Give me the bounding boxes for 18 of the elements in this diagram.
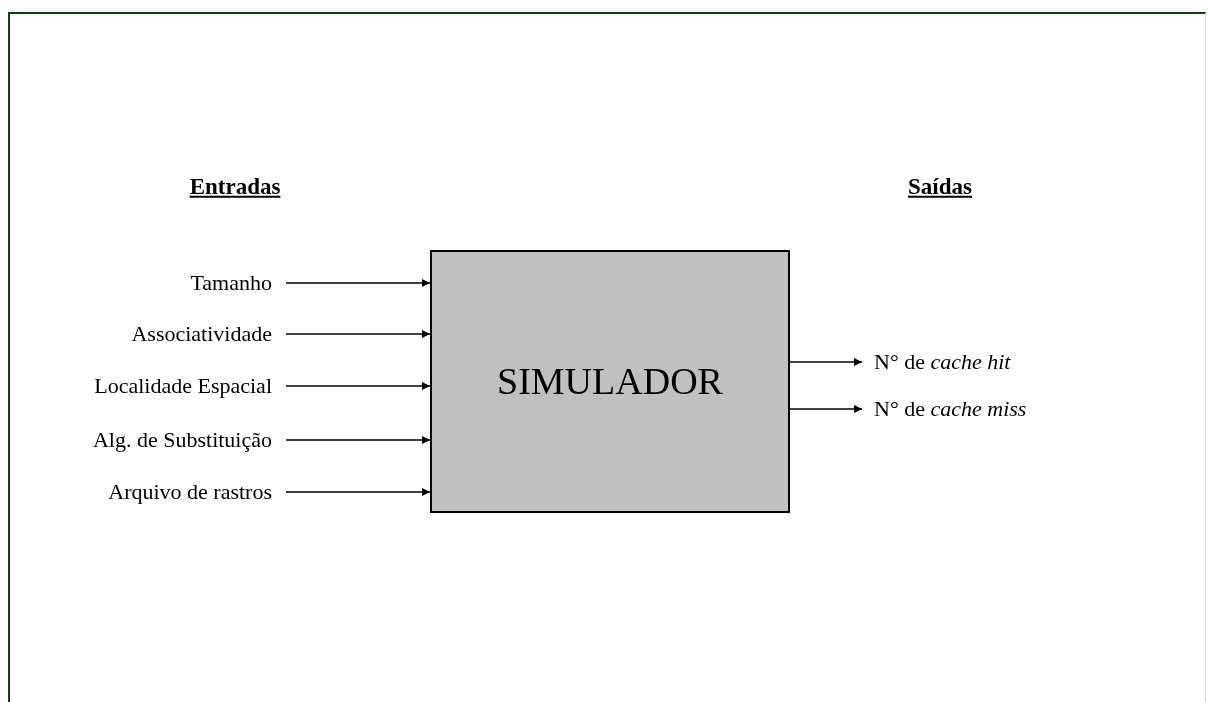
arrow xyxy=(285,436,431,444)
column-heading: Saídas xyxy=(908,172,972,201)
simulator-block xyxy=(430,250,790,513)
input-label: Associatividade xyxy=(131,323,286,345)
arrow xyxy=(285,279,431,287)
arrow xyxy=(789,405,863,413)
arrow xyxy=(789,358,863,366)
input-label: Tamanho xyxy=(190,272,286,294)
block-title: SIMULADOR xyxy=(497,359,723,404)
output-label: N° de cache hit xyxy=(862,351,1011,373)
input-label: Arquivo de rastros xyxy=(108,481,286,503)
column-heading: Entradas xyxy=(189,172,281,201)
input-label: Alg. de Substituição xyxy=(92,429,286,451)
arrow xyxy=(285,382,431,390)
arrow xyxy=(285,488,431,496)
input-label: Localidade Espacial xyxy=(94,375,286,397)
output-label: N° de cache miss xyxy=(862,398,1027,420)
arrow xyxy=(285,330,431,338)
